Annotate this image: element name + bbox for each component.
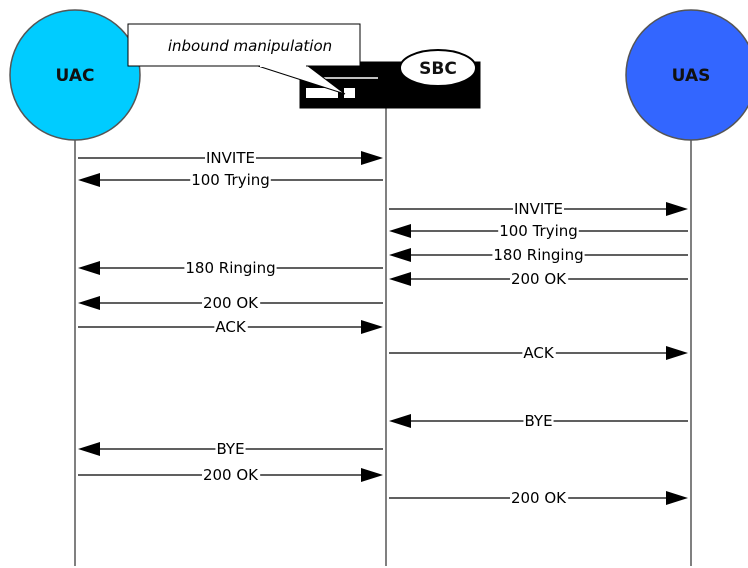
message-arrow: BYE	[389, 412, 688, 430]
message-label-bg	[205, 152, 256, 164]
arrowhead	[666, 491, 688, 505]
message-arrow: 180 Ringing	[389, 246, 688, 264]
message-label-bg	[184, 262, 277, 274]
message-label: 180 Ringing	[493, 246, 583, 264]
uas-node: UAS	[625, 9, 748, 141]
message-label-bg	[214, 321, 248, 333]
uas-label: UAS	[672, 66, 711, 86]
message-arrow: ACK	[389, 344, 688, 362]
arrowhead	[78, 296, 100, 310]
message-label-bg	[498, 225, 579, 237]
arrowhead	[389, 414, 411, 428]
arrowhead	[361, 151, 383, 165]
arrowhead	[389, 272, 411, 286]
message-label: BYE	[216, 440, 244, 458]
uac-node: UAC	[9, 9, 141, 141]
arrowhead	[389, 248, 411, 262]
sbc-port-right	[344, 88, 355, 98]
message-label: 200 OK	[203, 294, 259, 312]
callout-text: inbound manipulation	[168, 37, 332, 55]
message-label: 200 OK	[511, 270, 567, 288]
message-arrow: BYE	[78, 440, 383, 458]
message-arrow: INVITE	[389, 200, 688, 218]
arrowhead	[666, 202, 688, 216]
message-arrow: INVITE	[78, 149, 383, 167]
arrowhead	[78, 173, 100, 187]
sbc-badge	[399, 49, 477, 87]
message-label: 100 Trying	[191, 171, 270, 189]
message-label-bg	[509, 492, 569, 504]
message-arrow: 100 Trying	[389, 222, 688, 240]
uac-circle	[9, 9, 141, 141]
message-label-bg	[215, 443, 246, 455]
message-label-bg	[190, 174, 271, 186]
message-label: ACK	[215, 318, 246, 336]
message-label: BYE	[524, 412, 552, 430]
message-label-bg	[513, 203, 564, 215]
message-arrow: 200 OK	[389, 270, 688, 288]
arrowhead	[361, 320, 383, 334]
message-arrow: 200 OK	[78, 294, 383, 312]
message-label-bg	[523, 415, 554, 427]
message-label-bg	[201, 297, 261, 309]
sbc-port-left	[306, 88, 338, 98]
arrowhead	[78, 261, 100, 275]
message-label-bg	[509, 273, 569, 285]
message-label: 180 Ringing	[185, 259, 275, 277]
arrowhead	[78, 442, 100, 456]
sbc-node: SBC	[299, 49, 481, 109]
message-label-bg	[492, 249, 585, 261]
message-label: INVITE	[206, 149, 255, 167]
message-label-bg	[201, 469, 261, 481]
uas-circle	[625, 9, 748, 141]
message-label: 200 OK	[511, 489, 567, 507]
inbound-manipulation-callout: inbound manipulation	[127, 23, 361, 95]
arrowhead	[361, 468, 383, 482]
message-label: 100 Trying	[499, 222, 578, 240]
sbc-label: SBC	[419, 59, 457, 79]
uac-label: UAC	[56, 66, 95, 86]
message-label: 200 OK	[203, 466, 259, 484]
arrowhead	[389, 224, 411, 238]
message-arrow: ACK	[78, 318, 383, 336]
message-arrow: 100 Trying	[78, 171, 383, 189]
message-arrow: 180 Ringing	[78, 259, 383, 277]
message-arrow: 200 OK	[389, 489, 688, 507]
message-label: ACK	[523, 344, 554, 362]
arrowhead	[666, 346, 688, 360]
message-label: INVITE	[514, 200, 563, 218]
callout-box	[127, 23, 361, 67]
message-arrow: 200 OK	[78, 466, 383, 484]
message-label-bg	[522, 347, 556, 359]
